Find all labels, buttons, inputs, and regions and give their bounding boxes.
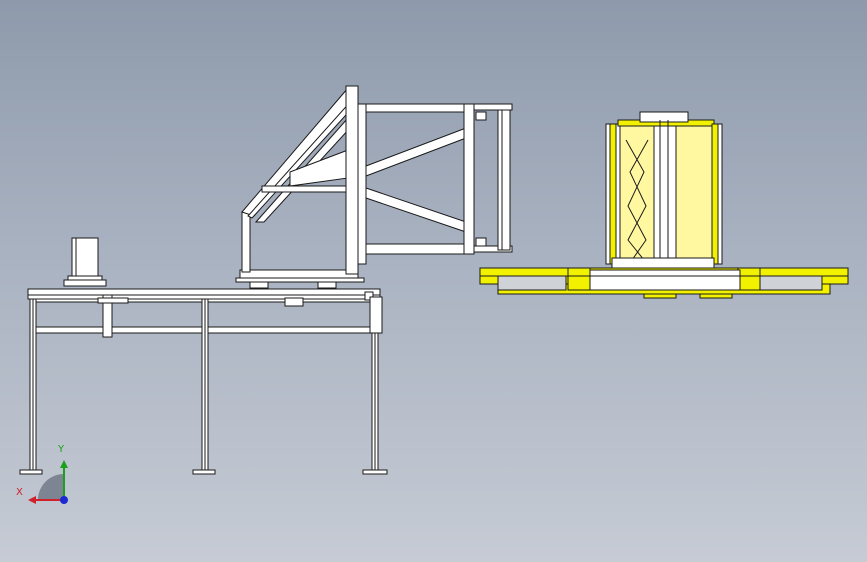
triad-x-label: X (16, 487, 23, 498)
cylinder-part[interactable] (63, 237, 107, 287)
turntable-assembly[interactable] (479, 111, 849, 299)
triad-y-label: Y (58, 444, 65, 455)
orientation-triad (28, 460, 68, 504)
gripper-frame[interactable] (235, 85, 513, 289)
table-frame[interactable] (19, 288, 388, 475)
